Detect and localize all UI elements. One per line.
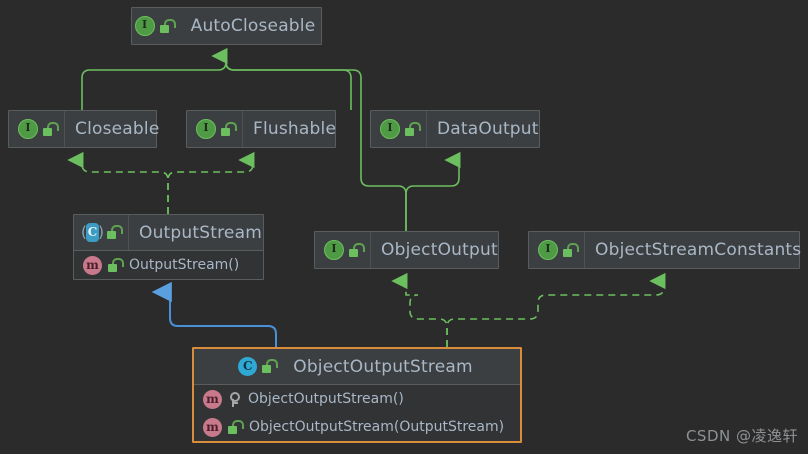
edge-outputstream-to-closeable [67,151,169,214]
lock-public-icon [221,121,237,137]
lock-public-icon [43,121,59,137]
interface-icon: I [538,240,558,260]
node-icon-group: I [529,232,585,268]
edge-oos-to-objectoutput [391,272,448,347]
lock-public-icon [563,242,579,258]
edge-oos-to-outputstream [151,281,277,347]
node-icon-group: (C) [74,215,129,250]
interface-icon: I [134,16,155,36]
node-data-output[interactable]: I DataOutput [370,110,540,148]
lock-public-icon [228,419,244,435]
member-label: OutputStream() [129,257,240,273]
node-header: I ObjectStreamConstants [529,232,801,268]
node-title: Flushable [253,119,337,139]
node-output-stream[interactable]: (C) OutputStream m OutputStream() [73,214,264,280]
lock-public-icon [159,18,176,34]
member-row[interactable]: m OutputStream() [74,251,263,279]
node-icon-group: I [187,111,243,147]
node-header: I Closeable [9,111,159,147]
node-title: ObjectStreamConstants [595,240,802,260]
watermark: CSDN @凌逸轩 [685,427,798,445]
interface-icon: I [380,119,400,139]
interface-icon: I [18,119,38,139]
member-row[interactable]: m ObjectOutputStream() [194,385,520,413]
node-header: (C) OutputStream [74,215,263,251]
node-header: I AutoCloseable [132,8,321,44]
interface-icon: I [324,240,344,260]
edge-closeable-to-autocloseable [81,47,228,110]
node-header: C ObjectOutputStream [194,349,520,385]
member-row[interactable]: m ObjectOutputStream(OutputStream) [194,413,520,441]
lock-public-icon [405,121,421,137]
node-header: I Flushable [187,111,336,147]
node-header: I DataOutput [371,111,539,147]
node-flushable[interactable]: I Flushable [186,110,336,148]
interface-icon: I [196,119,216,139]
node-auto-closeable[interactable]: I AutoCloseable [131,7,322,45]
lock-public-icon [107,225,123,240]
node-object-stream-constants[interactable]: I ObjectStreamConstants [528,231,801,269]
node-header: I ObjectOutput [315,232,498,268]
node-icon-group: I [315,232,371,268]
node-icon-group: I [371,111,427,147]
node-title: Closeable [75,119,160,139]
node-closeable[interactable]: I Closeable [8,110,159,148]
lock-public-icon [262,359,279,374]
key-protected-icon [228,391,240,407]
edge-flushable-to-autocloseable [225,56,352,110]
node-title: ObjectOutput [381,240,498,260]
method-icon: m [203,389,222,409]
abstract-class-icon: (C) [81,223,104,242]
node-icon-group: C [229,349,283,384]
node-icon-group: I [126,8,181,44]
node-title: AutoCloseable [190,16,316,36]
member-label: ObjectOutputStream(OutputStream) [249,419,505,435]
node-object-output-stream[interactable]: C ObjectOutputStream m ObjectOutputStrea… [192,347,522,443]
edge-oos-to-objectstreamconstants [446,272,666,347]
node-object-output[interactable]: I ObjectOutput [314,231,499,269]
member-label: ObjectOutputStream() [248,391,404,407]
edge-outputstream-to-flushable [167,151,255,214]
method-icon: m [203,417,222,437]
edge-objectoutput-to-dataoutput [405,151,461,231]
node-title: OutputStream [139,222,262,243]
class-icon: C [238,357,258,376]
method-icon: m [83,255,102,275]
lock-public-icon [108,257,124,273]
node-title: ObjectOutputStream [293,356,473,377]
node-icon-group: I [9,111,65,147]
lock-public-icon [349,242,365,258]
node-title: DataOutput [437,119,539,139]
